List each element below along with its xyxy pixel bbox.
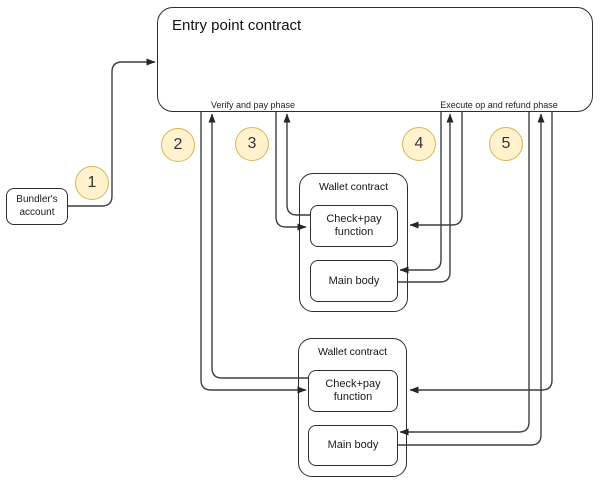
main-body-box-2: Main body [308, 425, 398, 466]
main-body-box-1: Main body [310, 260, 398, 302]
wallet-contract-title-1: Wallet contract [318, 181, 389, 193]
bundler-account-box: Bundler's account [6, 188, 68, 225]
step-badge-2: 2 [161, 128, 195, 162]
step-badge-3: 3 [235, 127, 269, 161]
step-badge-1: 1 [75, 166, 109, 200]
entry-point-contract-box: Entry point contract Verify and pay phas… [157, 7, 593, 112]
wallet-contract-title-2: Wallet contract [317, 346, 388, 358]
execute-phase-label: Execute op and refund phase [440, 100, 558, 110]
entry-point-title: Entry point contract [172, 17, 302, 34]
verify-phase-label: Verify and pay phase [210, 100, 296, 110]
step-badge-4: 4 [402, 127, 436, 161]
step-badge-5: 5 [489, 127, 523, 161]
check-pay-function-box-1: Check+pay function [310, 205, 398, 247]
arrow-lower-mainbody-to-entry [398, 113, 545, 446]
check-pay-function-box-2: Check+pay function [308, 370, 398, 412]
